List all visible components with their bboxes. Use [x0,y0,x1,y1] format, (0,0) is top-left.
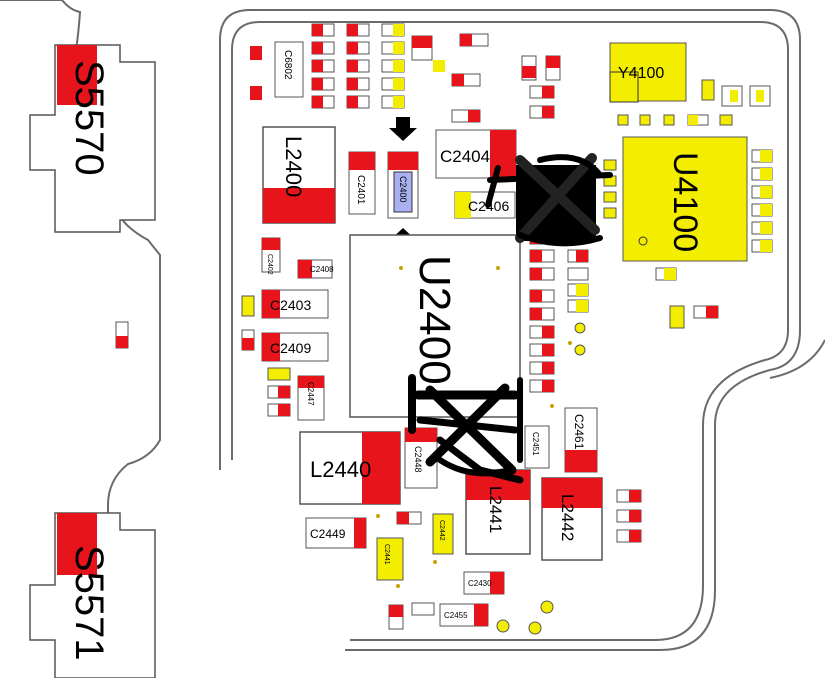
capacitor-c2401-label: C2401 [355,175,366,205]
capacitor-c2400: C2400 [387,151,419,219]
capacitor-c2461-label: C2461 [572,414,586,450]
pad [250,46,262,60]
capacitor-c2449-label: C2449 [310,527,346,541]
capacitor-c2401: C2401 [348,151,376,215]
component-small-left [115,321,129,349]
board-edge-inner [219,9,801,651]
scribble-mark-top [485,153,613,247]
switch-s5571-pad [57,513,97,575]
capacitor-c2442-label: C2442 [438,520,445,541]
svg-text:C2404: C2404 [440,147,490,166]
switch-s5570: S5570 [29,44,156,233]
capacitor-c2441-label: C2441 [383,544,390,565]
switch-s5571: S5571 [29,512,156,678]
capacitor-c2451-label: C2451 [531,432,540,456]
inductor-l2442: L2442 [541,477,603,561]
svg-text:C2402: C2402 [266,254,273,275]
components-right-cluster [603,79,773,329]
switch-s5570-pad [57,45,97,105]
inductor-l2441-label: L2441 [486,486,505,533]
capacitor-c2455-label: C2455 [444,611,468,620]
capacitor-c2404: C2404 [435,129,517,179]
capacitor-c2441: C2441 [376,537,404,581]
capacitor-c2451: C2451 [524,425,550,469]
inductor-l2442-label: L2442 [558,494,577,541]
chip-u2400: U2400 [349,234,521,418]
pad [250,86,262,100]
down-arrow-icon [389,117,417,141]
capacitor-c2461: C2461 [564,407,598,473]
capacitor-c6802: C6802 [274,41,304,98]
components-bottom: C2430 C2455 [376,489,642,635]
crystal-y4100-label: Y4100 [618,65,664,82]
capacitor-c6802-label: C6802 [282,50,293,80]
chip-u2400-label: U2400 [410,255,459,385]
capacitor-c2442: C2442 [432,513,454,555]
components-left-cluster: C2402 C2408 C2403 C2409 C2447 [241,237,334,421]
board-edge-inner-2 [231,21,789,641]
capacitor-c2449: C2449 [305,517,367,549]
switch-s5570-label: S5570 [67,60,111,176]
chip-u4100-label: U4100 [666,152,704,252]
inductor-l2440: L2440 [299,431,401,505]
crystal-y4100: Y4100 [609,42,687,103]
capacitor-c2447-label: C2447 [306,382,315,406]
capacitor-c2400-label: C2400 [398,176,408,203]
svg-text:C2408: C2408 [310,265,334,274]
capacitor-c2409-label: C2409 [270,340,311,356]
inductor-l2400-label: L2400 [281,136,306,197]
components-top-middle [411,33,561,123]
switch-s5571-label: S5571 [67,545,111,661]
components-u2400-right [529,231,589,408]
resistor-array-top [311,23,405,109]
inductor-l2400: L2400 [262,126,336,224]
capacitor-c2403-label: C2403 [270,297,311,313]
scribble-mark-bottom [408,374,524,484]
inductor-l2440-label: L2440 [310,457,371,482]
capacitor-c2430-label: C2430 [468,579,492,588]
capacitor-c2448-label: C2448 [413,446,423,473]
board-edge-right [769,339,825,379]
chip-u4100: U4100 [622,136,748,262]
